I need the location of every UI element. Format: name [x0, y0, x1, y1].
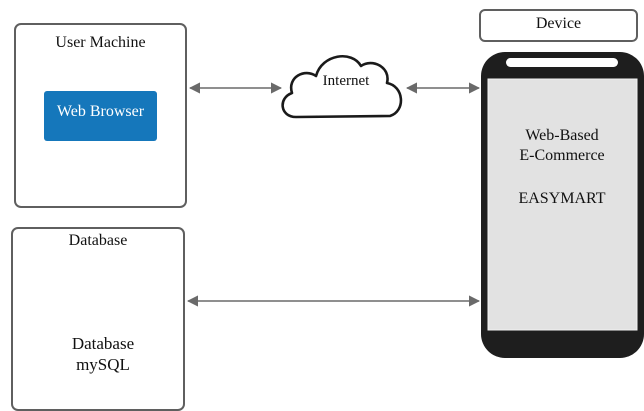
- app-name: EASYMART: [518, 190, 606, 207]
- database-title: Database: [68, 232, 128, 249]
- device-title-box: [479, 9, 638, 42]
- web-browser-box: [44, 91, 157, 141]
- phone-device: [481, 52, 644, 358]
- device-title: Device: [535, 15, 582, 32]
- database-label: Database mySQL: [50, 333, 156, 375]
- phone-screen: [487, 78, 638, 331]
- app-description-line2: E-Commerce: [519, 147, 605, 164]
- user-machine-box: [14, 23, 187, 208]
- database-label-line1: Database: [71, 334, 135, 353]
- database-label-line2: mySQL: [76, 355, 130, 374]
- user-machine-title: User Machine: [55, 34, 146, 51]
- cloud-icon: [281, 55, 403, 119]
- database-box: [11, 227, 185, 411]
- app-description: Web-Based E-Commerce: [488, 126, 636, 166]
- internet-label: Internet: [322, 73, 370, 89]
- phone-speaker: [506, 58, 618, 67]
- app-description-line1: Web-Based: [525, 127, 599, 144]
- web-browser-label: Web Browser: [56, 103, 145, 120]
